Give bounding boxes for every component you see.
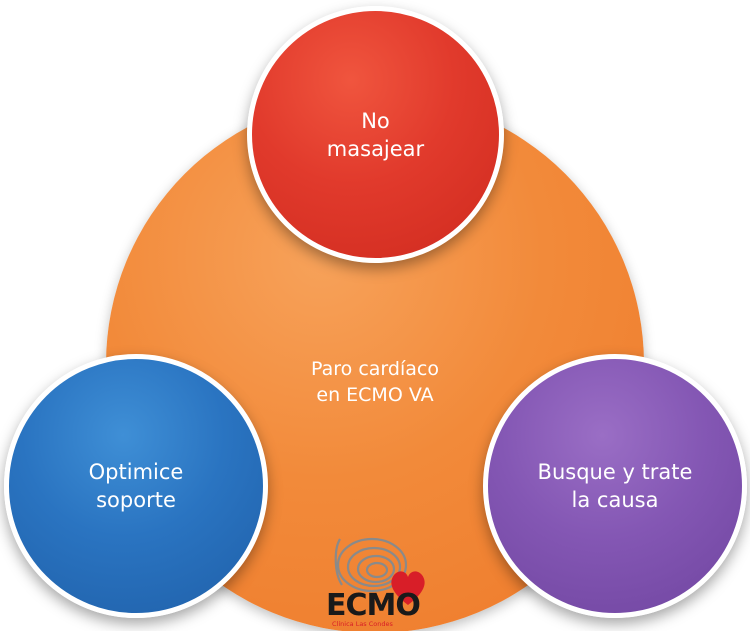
left-circle: Optimice soporte <box>4 354 268 618</box>
top-label: No masajear <box>326 108 425 161</box>
right-label: Busque y trate la causa <box>537 460 693 512</box>
ecmo-logo: ECMO Clínica Las Condes <box>326 537 425 628</box>
logo-swirl-icon <box>334 537 408 593</box>
logo-wordmark: ECMO <box>326 588 420 623</box>
right-circle: Busque y trate la causa <box>483 354 747 618</box>
logo-subtext: Clínica Las Condes <box>332 620 394 628</box>
left-label: Optimice soporte <box>88 460 184 512</box>
center-label: Paro cardíaco en ECMO VA <box>311 358 439 406</box>
top-circle: No masajear <box>247 6 504 263</box>
logo-heart-icon <box>391 571 425 605</box>
